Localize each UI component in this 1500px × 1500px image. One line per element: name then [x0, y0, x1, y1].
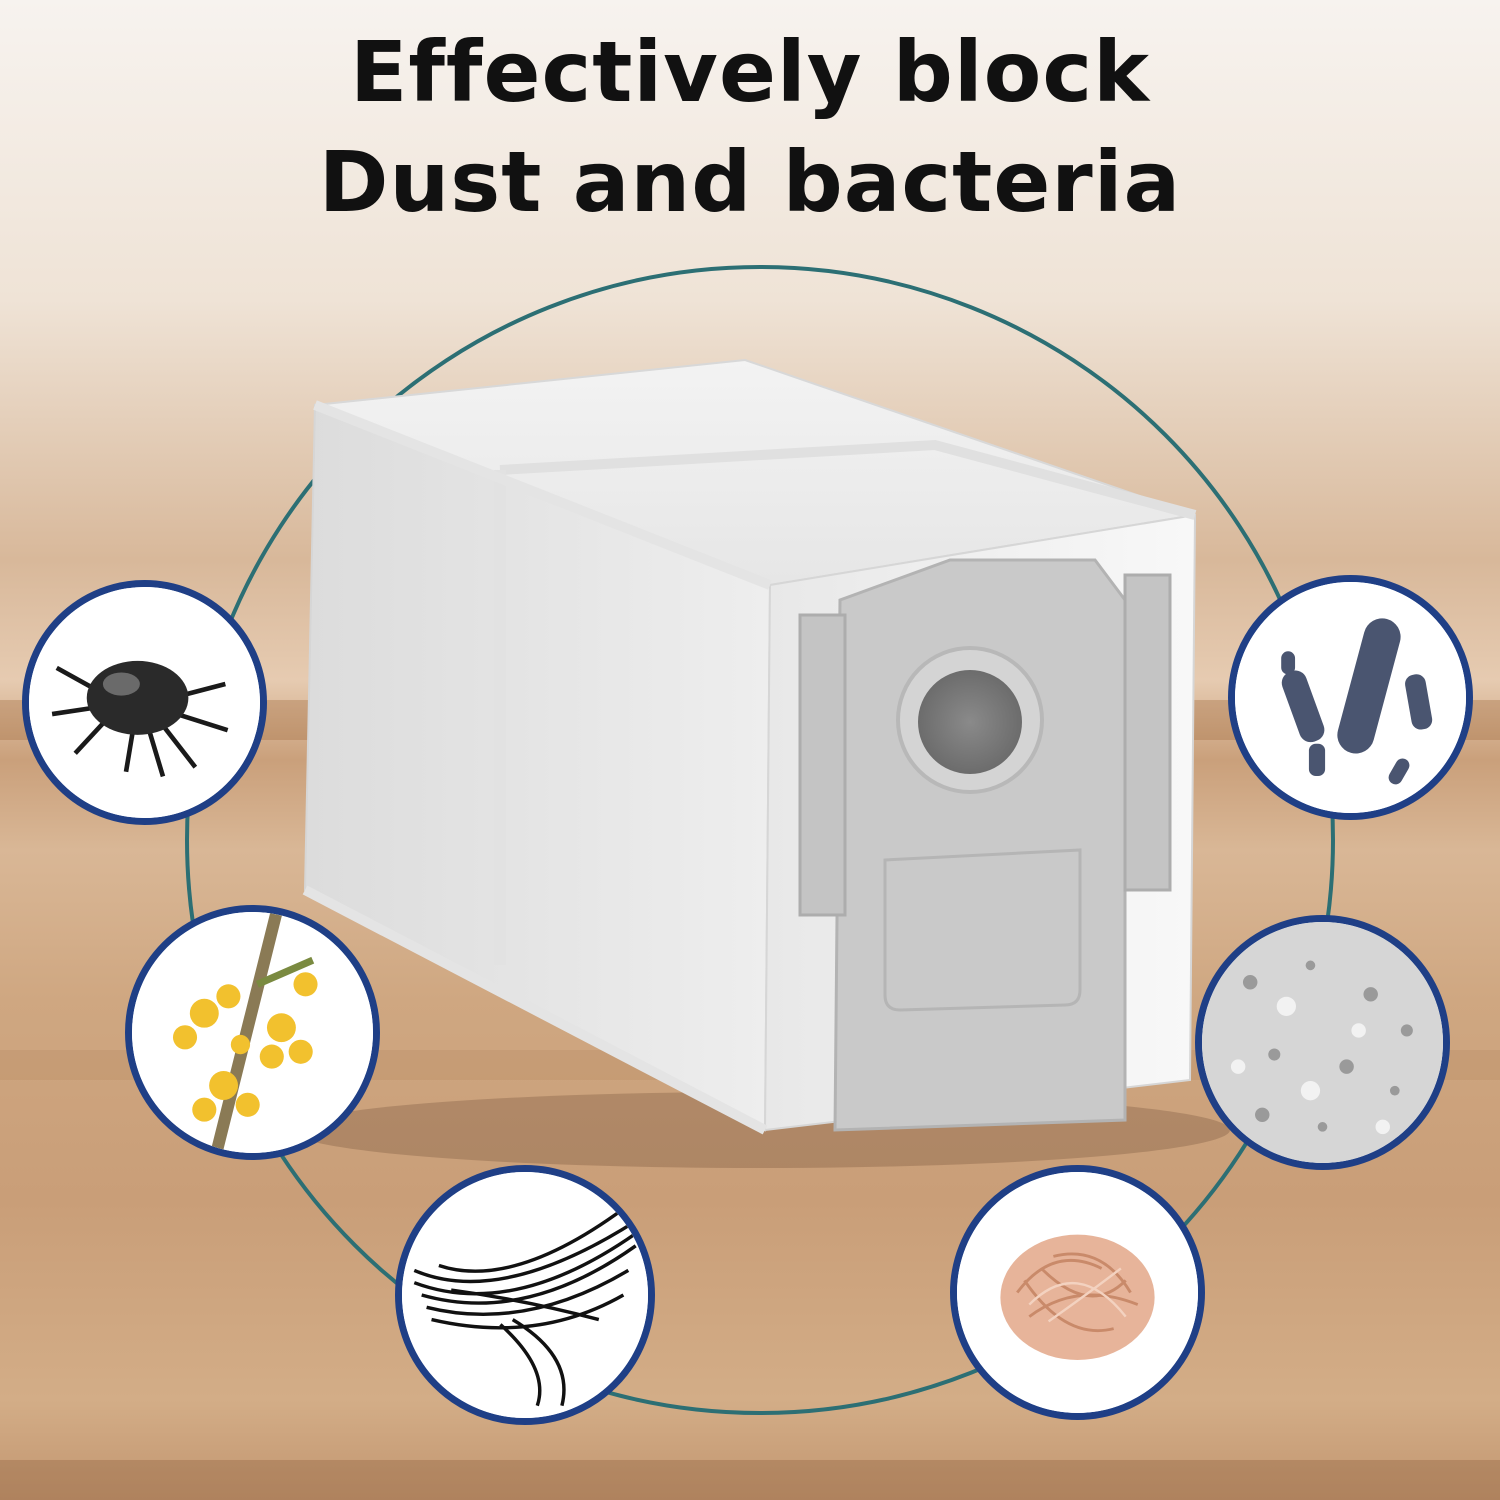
fine-dust-icon — [1202, 922, 1443, 1163]
headline-line-2: Dust and bacteria — [318, 133, 1182, 231]
background-table-bottom — [0, 1460, 1500, 1500]
dust-mite-bubble — [22, 580, 267, 825]
connector-ring — [185, 265, 1335, 1415]
bacteria-bubble — [1228, 575, 1473, 820]
pet-fur-icon — [957, 1172, 1198, 1413]
headline-line-1: Effectively block — [350, 23, 1150, 121]
pollen-bubble — [125, 905, 380, 1160]
dust-mite-icon — [29, 587, 260, 818]
bacteria-icon — [1235, 582, 1466, 813]
hair-icon — [402, 1172, 648, 1418]
hair-bubble — [395, 1165, 655, 1425]
pet-fur-bubble — [950, 1165, 1205, 1420]
pollen-flower-icon — [132, 912, 373, 1153]
fine-dust-bubble — [1195, 915, 1450, 1170]
